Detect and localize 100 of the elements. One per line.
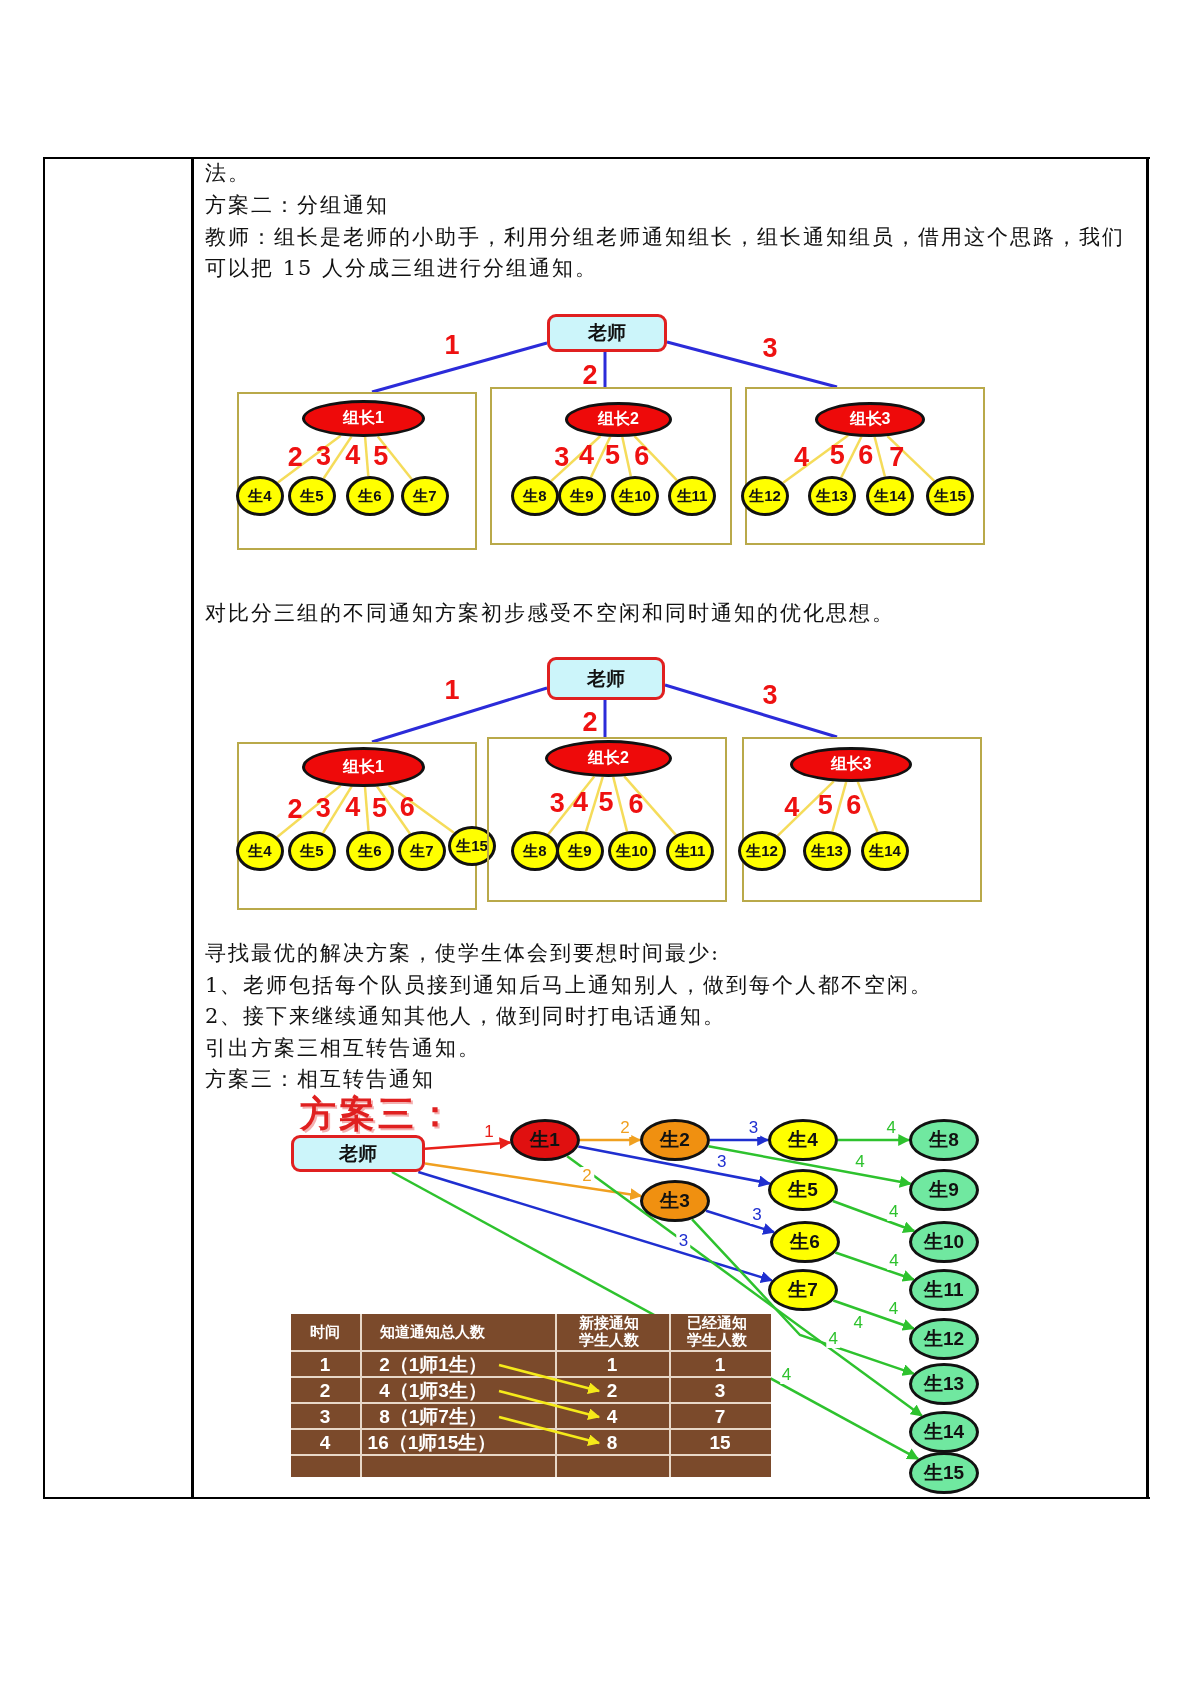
- oval-node: 组长1: [302, 400, 425, 437]
- circle-node: 生1: [510, 1119, 580, 1161]
- circle-node: 生11: [909, 1269, 979, 1311]
- paragraph-text: 方案二：分组通知: [205, 192, 390, 219]
- circle-node: 生12: [909, 1318, 979, 1360]
- edge-label: 2: [582, 706, 598, 738]
- connector-line: [623, 775, 677, 836]
- arrow: [832, 1299, 915, 1331]
- connector-line: [873, 436, 887, 477]
- table-cell: 2: [319, 1380, 331, 1402]
- arrow: [708, 1144, 912, 1188]
- paragraph-text: 寻找最优的解决方案，使学生体会到要想时间最少:: [205, 940, 722, 967]
- circle-node: 生10: [909, 1221, 979, 1263]
- table-header-cell-text: 新接通知学生人数: [579, 1314, 640, 1348]
- circle-node: 生2: [640, 1119, 710, 1161]
- connector-line: [550, 435, 602, 483]
- circle-node: 生12: [738, 831, 786, 871]
- edge-label: 6: [399, 791, 415, 823]
- connector-line: [603, 352, 607, 387]
- connector-line: [589, 436, 612, 478]
- table-cell: 8（1师7生）: [367, 1405, 499, 1429]
- circle-node: 生9: [909, 1169, 979, 1211]
- arrow: [691, 1218, 915, 1376]
- arrow: [417, 1170, 773, 1283]
- connector-line: [612, 776, 629, 832]
- circle-node: 生8: [909, 1119, 979, 1161]
- edge-label: 2: [582, 359, 598, 391]
- edge-label: 3: [750, 1205, 764, 1224]
- circle-node: 生7: [398, 831, 446, 871]
- connector-line: [776, 780, 835, 837]
- connector-line: [376, 785, 412, 835]
- edge-label: 3: [746, 1119, 761, 1137]
- edge-label: 6: [846, 789, 862, 821]
- circle-node: 生6: [770, 1221, 840, 1263]
- table-cell-text: 16（1师15生）: [367, 1431, 497, 1455]
- table-cell: 3: [714, 1380, 726, 1402]
- paragraph-text: 法。: [205, 160, 252, 187]
- table-cell: 4（1师3生）: [367, 1379, 499, 1403]
- circle-node: 生4: [768, 1119, 838, 1161]
- connector-line: [856, 781, 879, 833]
- table-header-cell: 知道通知总人数: [379, 1322, 485, 1340]
- arrow: [498, 1389, 601, 1421]
- connector-line: [322, 435, 353, 480]
- edge-label: 4: [886, 1300, 901, 1319]
- edge-label: 3: [762, 332, 778, 364]
- edge-label: 5: [829, 439, 845, 471]
- oval-node: 组长3: [790, 747, 912, 782]
- connector-line: [840, 436, 863, 479]
- connector-line: [603, 700, 607, 737]
- circle-node: 生13: [803, 831, 851, 871]
- paragraph-text: 1、老师包括每个队员接到通知后马上通知别人，做到每个人都不空闲。: [205, 972, 935, 999]
- circle-node: 生5: [288, 476, 336, 516]
- arrow: [580, 1134, 642, 1146]
- arrow: [424, 1137, 512, 1150]
- edge-label: 7: [889, 441, 905, 472]
- connector-line: [371, 686, 548, 744]
- circle-node: 生12: [741, 476, 789, 516]
- oval-node: 组长1: [302, 747, 425, 787]
- edge-label: 3: [676, 1232, 691, 1251]
- circle-node: 生10: [611, 476, 659, 516]
- connector-line: [376, 435, 413, 481]
- connector-line: [666, 340, 838, 389]
- edge-label: 4: [572, 786, 588, 818]
- circle-node: 生3: [640, 1180, 710, 1222]
- edge-label: 1: [444, 329, 460, 361]
- circle-node: 生5: [768, 1169, 838, 1211]
- circle-node: 生4: [236, 831, 284, 871]
- circle-node: 生14: [866, 476, 914, 516]
- arrow: [705, 1209, 776, 1235]
- edge-label: 4: [826, 1329, 840, 1348]
- edge-label: 3: [549, 787, 565, 819]
- edge-label: 4: [779, 1366, 794, 1385]
- circle-node: 生11: [668, 476, 716, 516]
- circle-node: 生4: [236, 476, 284, 516]
- circle-node: 生9: [558, 476, 606, 516]
- arrow: [838, 1134, 911, 1146]
- paragraph-text: 教师：组长是老师的小助手，利用分组老师通知组长，组长通知组员，借用这个思路，我们可以把 15 人分成三组进行分组通知。: [205, 224, 1126, 282]
- arrow: [832, 1199, 916, 1233]
- circle-node: 生13: [808, 476, 856, 516]
- circle-node: 生9: [556, 831, 604, 871]
- connector-line: [584, 776, 604, 832]
- table-cell: 3: [319, 1406, 331, 1428]
- arrow: [834, 1251, 915, 1282]
- paragraph-text: 引出方案三相互转告通知。: [205, 1035, 482, 1062]
- arrow: [498, 1363, 601, 1395]
- edge-label: 2: [287, 793, 303, 825]
- edge-label: 4: [887, 1251, 901, 1270]
- circle-node: 生5: [288, 831, 336, 871]
- circle-node: 生10: [608, 831, 656, 871]
- table-cell: 1: [319, 1354, 331, 1376]
- circle-node: 生6: [346, 831, 394, 871]
- circle-node: 生7: [401, 476, 449, 516]
- table-cell: 2（1师1生）: [367, 1353, 499, 1377]
- connector-line: [621, 436, 633, 477]
- edge-label: 5: [817, 789, 833, 821]
- arrow: [498, 1415, 601, 1447]
- table-cell: 7: [714, 1406, 726, 1428]
- circle-node: 生15: [926, 476, 974, 516]
- edge-label: 4: [887, 1202, 901, 1221]
- connector-line: [277, 434, 342, 484]
